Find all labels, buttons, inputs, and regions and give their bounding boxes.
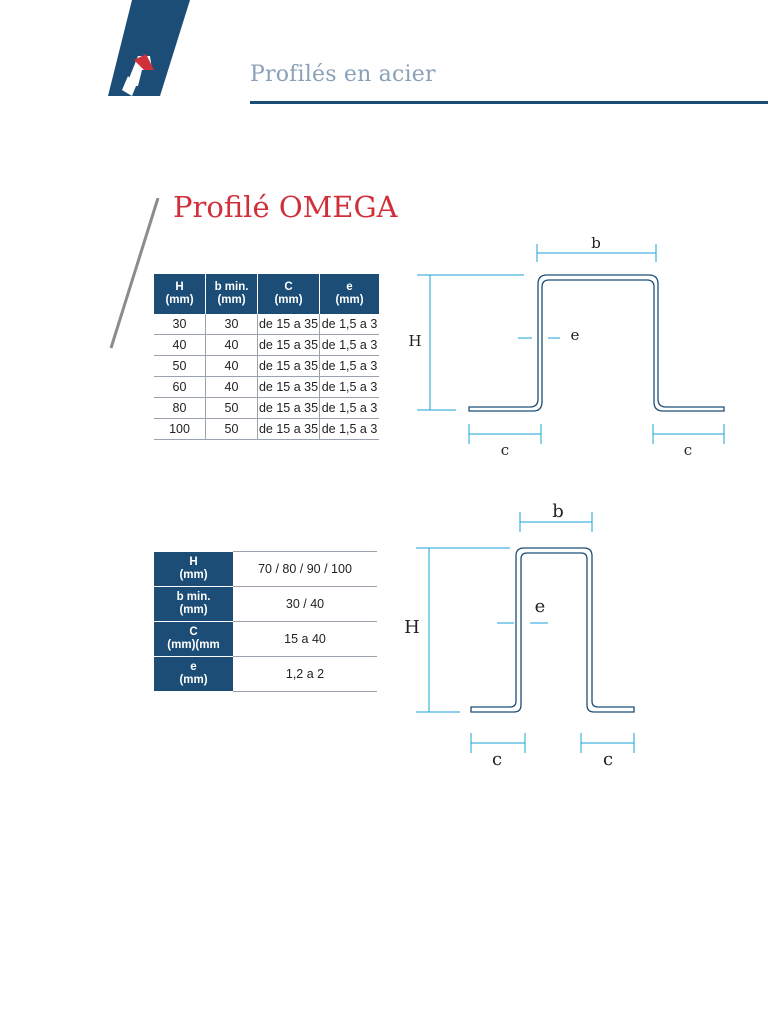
decorative-slash: [109, 198, 160, 349]
row-header-e: e(mm): [154, 656, 233, 692]
omega-profile-diagram-1: b H e c c: [408, 234, 725, 459]
table-cell: 100: [154, 418, 206, 440]
label-e: e: [571, 326, 580, 344]
table-cell: de 1,5 a 3: [319, 314, 379, 335]
table-cell: de 15 a 35: [257, 397, 320, 419]
company-logo: [108, 0, 190, 96]
header-rule: [250, 101, 768, 104]
table-cell: de 1,5 a 3: [319, 355, 379, 377]
table-cell: 50: [205, 418, 258, 440]
label-b: b: [591, 234, 601, 252]
table-cell: 30: [154, 314, 206, 335]
label-h: H: [408, 332, 421, 350]
omega-profile-shape: [468, 274, 725, 412]
table-header-row: H(mm) b min.(mm) C(mm) e(mm): [154, 274, 379, 314]
table-cell: de 1,5 a 3: [319, 418, 379, 440]
row-header-b-min: b min.(mm): [154, 586, 233, 622]
row-header-c: C(mm)(mm: [154, 621, 233, 657]
table-row: b min.(mm)30 / 40: [154, 586, 377, 622]
table-cell: de 15 a 35: [257, 418, 320, 440]
table-cell: 50: [154, 355, 206, 377]
table-cell: 50: [205, 397, 258, 419]
label-e: e: [535, 596, 546, 617]
table-cell: 40: [154, 334, 206, 356]
label-h: H: [404, 617, 420, 638]
label-c-left: c: [492, 749, 502, 770]
table-cell: de 15 a 35: [257, 376, 320, 398]
table-cell: de 1,5 a 3: [319, 376, 379, 398]
header-title: Profilés en acier: [250, 62, 436, 87]
table-row: H(mm)70 / 80 / 90 / 100: [154, 551, 377, 587]
header-cell-e: e(mm): [319, 274, 379, 314]
label-c-right: c: [684, 441, 692, 459]
table-cell: 80: [154, 397, 206, 419]
table-cell: de 15 a 35: [257, 334, 320, 356]
table-cell: 40: [205, 334, 258, 356]
table-cell: 40: [205, 376, 258, 398]
header-cell-h: H(mm): [154, 274, 206, 314]
label-b: b: [552, 501, 564, 522]
table-cell: 1,2 a 2: [233, 656, 377, 692]
table-row: e(mm)1,2 a 2: [154, 656, 377, 692]
header-cell-b-min: b min.(mm): [205, 274, 258, 314]
table-cell: de 15 a 35: [257, 314, 320, 335]
row-header-h: H(mm): [154, 551, 233, 587]
table-cell: 15 a 40: [233, 621, 377, 657]
table-cell: 30: [205, 314, 258, 335]
omega-profile-diagram-2: b H e c c: [404, 501, 635, 770]
table-cell: 40: [205, 355, 258, 377]
table-cell: 70 / 80 / 90 / 100: [233, 551, 377, 587]
table-cell: de 1,5 a 3: [319, 334, 379, 356]
label-c-right: c: [603, 749, 613, 770]
label-c-left: c: [501, 441, 509, 459]
section-title: Profilé OMEGA: [173, 190, 398, 224]
table-cell: de 15 a 35: [257, 355, 320, 377]
table-cell: 30 / 40: [233, 586, 377, 622]
specifications-table: H(mm)70 / 80 / 90 / 100 b min.(mm)30 / 4…: [154, 551, 377, 692]
table-cell: de 1,5 a 3: [319, 397, 379, 419]
omega-profile-shape: [470, 547, 635, 713]
table-cell: 60: [154, 376, 206, 398]
header-cell-c: C(mm): [257, 274, 320, 314]
